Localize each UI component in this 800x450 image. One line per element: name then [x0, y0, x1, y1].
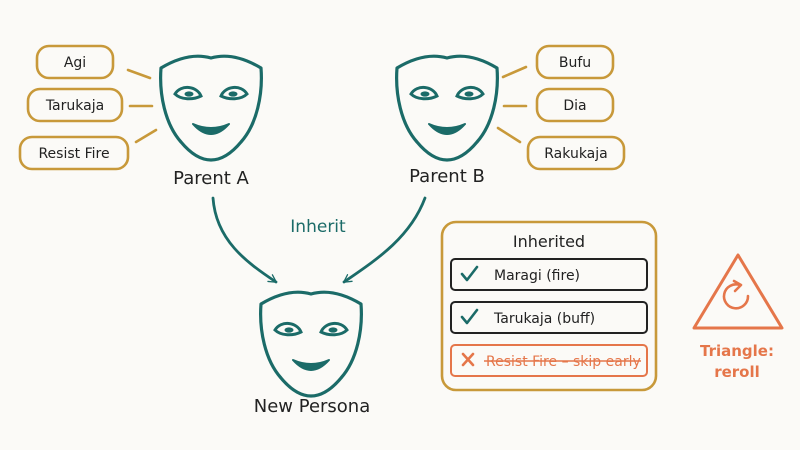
inherited-panel: Inherited Maragi (fire) Tarukaja (buff) …	[440, 220, 658, 392]
parent-b-skill-2-label: Dia	[563, 98, 586, 114]
parent-b-rays	[496, 65, 528, 144]
triangle-icon	[692, 253, 784, 330]
parent-b-skill-1-label: Bufu	[559, 55, 591, 71]
parent-a-skill-2-label: Tarukaja	[45, 98, 104, 114]
triangle-label-line1: Triangle:	[700, 342, 774, 360]
parent-a-skill-3-label: Resist Fire	[38, 146, 109, 162]
parent-b-skill-2: Dia	[535, 87, 615, 123]
parent-b-skill-3-label: Rakukaja	[544, 146, 607, 162]
triangle-reroll: Triangle: reroll	[692, 253, 784, 381]
check-icon	[460, 308, 479, 325]
parent-a-skill-2: Tarukaja	[26, 87, 124, 123]
parent-a-skill-3: Resist Fire	[18, 135, 130, 171]
inherit-label: Inherit	[290, 217, 346, 237]
inherit-arrow-left	[211, 196, 278, 284]
inherited-row-3: Resist Fire – skip early	[450, 344, 648, 377]
parent-b-skill-3: Rakukaja	[526, 135, 626, 171]
parent-a-mask-icon	[159, 54, 263, 162]
parent-a-rays	[126, 68, 158, 144]
parent-a-skill-1: Agi	[35, 44, 115, 80]
parent-b-label: Parent B	[409, 166, 485, 187]
triangle-label-line2: reroll	[714, 363, 760, 381]
check-icon	[460, 265, 479, 282]
cross-icon	[461, 352, 475, 367]
inherited-row-2-label: Tarukaja (buff)	[493, 311, 595, 327]
inherited-row-3-label: Resist Fire – skip early	[486, 354, 641, 370]
new-persona-label: New Persona	[254, 396, 371, 417]
parent-b-skill-1: Bufu	[535, 44, 615, 80]
parent-a-label: Parent A	[173, 168, 249, 189]
inherited-row-2: Tarukaja (buff)	[450, 301, 648, 334]
reroll-icon	[722, 283, 750, 310]
inherit-arrow-right	[342, 196, 427, 284]
parent-b-mask-icon	[395, 54, 499, 162]
parent-a-skill-1-label: Agi	[64, 55, 86, 71]
inherited-panel-title: Inherited	[513, 232, 585, 251]
inherited-row-1-label: Maragi (fire)	[494, 268, 580, 284]
new-persona-mask-icon	[259, 290, 363, 398]
inherited-row-1: Maragi (fire)	[450, 258, 648, 291]
